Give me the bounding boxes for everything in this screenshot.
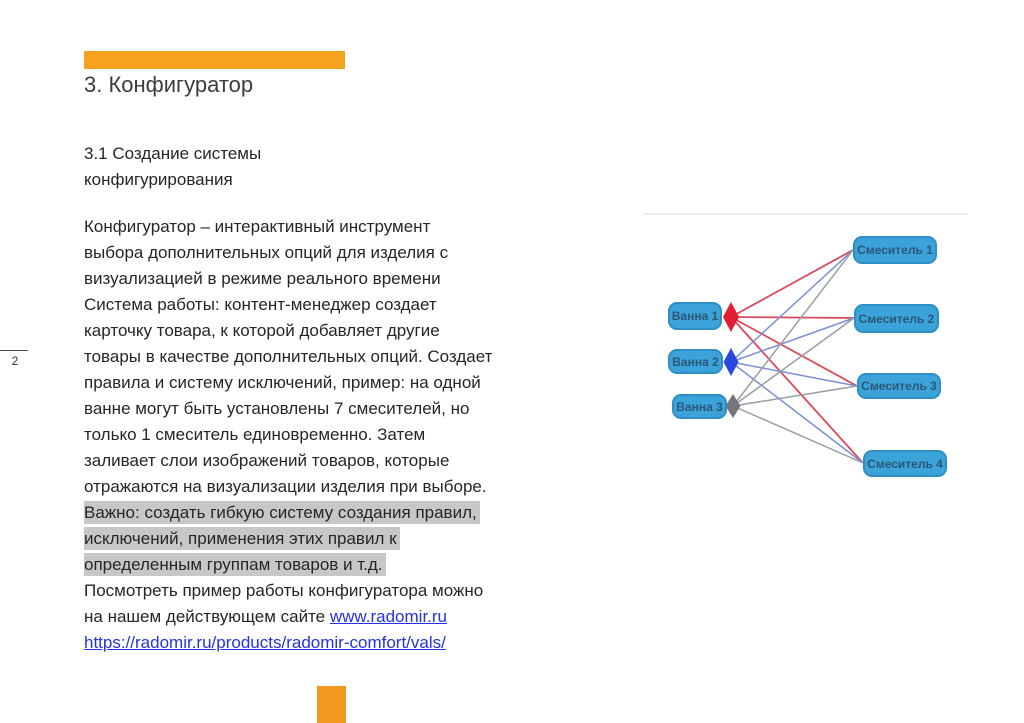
highlight-span: Важно: создать гибкую систему создания п… <box>84 501 480 524</box>
diagram-edges <box>643 213 968 464</box>
slide-subtitle: 3.1 Создание системы конфигурирования <box>84 144 262 189</box>
body-line-highlighted: Важно: создать гибкую систему создания п… <box>84 500 604 526</box>
page-number: 2 <box>11 354 19 368</box>
edge-bath1-mixer2 <box>730 316 855 319</box>
accent-bar <box>84 51 345 69</box>
body-line: визуализацией в режиме реального времени <box>84 269 441 288</box>
body-line-with-link: https://radomir.ru/products/radomir-comf… <box>84 630 604 656</box>
body-line: Посмотреть пример работы конфигуратора м… <box>84 581 484 600</box>
slide-title: 3. Конфигуратор <box>84 72 254 97</box>
node-bath-3: Ванна 3 <box>672 394 727 419</box>
edge-bath1-mixer3 <box>730 316 858 387</box>
edge-bath2-mixer3 <box>730 361 858 387</box>
body-line-highlighted: исключений, применения этих правил к <box>84 526 604 552</box>
body-text: Конфигуратор – интерактивный инструмент … <box>84 214 604 656</box>
radomir-site-link[interactable]: www.radomir.ru <box>329 607 448 626</box>
body-line: заливает слои изображений товаров, котор… <box>84 451 450 470</box>
page-marker-line <box>0 350 28 351</box>
edge-bath2-mixer4 <box>730 361 864 464</box>
node-bath-1: Ванна 1 <box>668 302 722 330</box>
body-line: Система работы: контент-менеджер создает <box>84 295 437 314</box>
body-line: Конфигуратор – интерактивный инструмент <box>84 217 431 236</box>
bath1-connector-diamond-icon <box>723 302 739 332</box>
body-line-with-link: на нашем действующем сайте www.radomir.r… <box>84 604 604 630</box>
radomir-products-link[interactable]: https://radomir.ru/products/radomir-comf… <box>84 633 446 652</box>
node-mixer-4: Смеситель 4 <box>863 450 947 477</box>
edge-bath3-mixer2 <box>732 317 855 407</box>
edge-bath3-mixer3 <box>732 385 858 407</box>
site-line-prefix: на нашем действующем сайте <box>84 607 330 626</box>
configurator-diagram: Ванна 1 Ванна 2 Ванна 3 Смеситель 1 Смес… <box>640 200 1024 500</box>
edge-bath3-mixer1 <box>732 249 854 407</box>
bath3-connector-diamond-icon <box>725 394 741 418</box>
edge-bath3-mixer4 <box>732 405 864 464</box>
edge-bath1-mixer1 <box>730 249 854 318</box>
edge-bath2-mixer2 <box>730 317 855 363</box>
body-line: товары в качестве дополнительных опций. … <box>84 347 493 366</box>
highlight-span: исключений, применения этих правил к <box>84 527 400 550</box>
body-line: выбора дополнительных опций для изделия … <box>84 243 449 262</box>
body-line: правила и систему исключений, пример: на… <box>84 373 481 392</box>
body-line: карточку товара, к которой добавляет дру… <box>84 321 440 340</box>
edge-bath2-mixer1 <box>730 249 854 363</box>
body-line: отражаются на визуализации изделия при в… <box>84 477 487 496</box>
node-mixer-2: Смеситель 2 <box>854 304 939 333</box>
body-line: только 1 смеситель единовременно. Затем <box>84 425 426 444</box>
accent-square <box>317 686 346 723</box>
node-bath-2: Ванна 2 <box>668 349 723 374</box>
bath2-connector-diamond-icon <box>723 348 739 376</box>
body-line-highlighted: определенным группам товаров и т.д. <box>84 552 604 578</box>
body-line: ванне могут быть установлены 7 смесителе… <box>84 399 470 418</box>
node-mixer-1: Смеситель 1 <box>853 236 937 264</box>
node-mixer-3: Смеситель 3 <box>857 373 941 399</box>
highlight-span: определенным группам товаров и т.д. <box>84 553 386 576</box>
